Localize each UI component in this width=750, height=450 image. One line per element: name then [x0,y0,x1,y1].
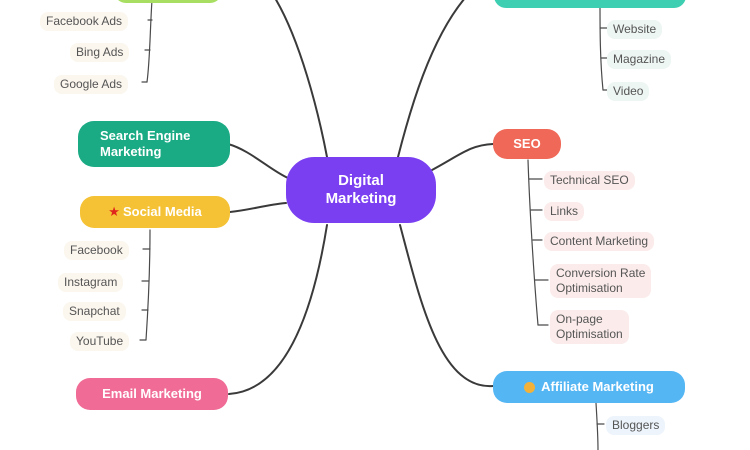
topic-search-engine-marketing[interactable]: Search Engine Marketing [78,121,230,167]
topic-email-marketing[interactable]: Email Marketing [76,378,228,410]
star-icon: ★ [108,204,120,219]
affiliate-marketing-label: Affiliate Marketing [541,379,654,394]
connector-email [228,224,328,395]
topic-paid-ads[interactable] [114,0,222,3]
paid-ads-item[interactable]: Google Ads [54,75,129,94]
connector-social [229,202,287,213]
seo-item[interactable]: Technical SEO [544,171,635,190]
social-media-item[interactable]: Instagram [58,273,124,292]
email-marketing-label: Email Marketing [102,386,202,401]
sem-label-line2: Marketing [100,144,162,159]
connector-seo [431,143,494,171]
conversion-line1: Conversion Rate [556,266,646,280]
onpage-line2: Optimisation [556,327,623,341]
paid-ads-item[interactable]: Facebook Ads [40,12,129,31]
central-topic-line1: Digital [338,172,384,189]
social-media-item[interactable]: Facebook [64,241,129,260]
topic-affiliate-marketing[interactable]: Affiliate Marketing [493,371,685,403]
content-item[interactable]: Website [607,20,663,39]
affiliate-item[interactable]: Bloggers [606,416,666,435]
topic-social-media[interactable]: ★ Social Media [80,196,230,228]
sem-label-line1: Search Engine [100,128,191,143]
content-item[interactable]: Magazine [607,50,672,69]
paid-ads-item[interactable]: Bing Ads [70,43,130,62]
social-media-item[interactable]: Snapchat [63,302,126,321]
seo-item-conversion-rate[interactable]: Conversion Rate Optimisation [550,264,652,298]
seo-item[interactable]: Content Marketing [544,232,655,251]
seo-item-onpage[interactable]: On-page Optimisation [550,310,629,344]
onpage-line1: On-page [556,312,603,326]
seo-item[interactable]: Links [544,202,585,221]
central-topic-line2: Marketing [325,190,397,207]
circle-icon [524,381,536,393]
seo-label: SEO [513,136,541,151]
social-media-label: Social Media [122,204,202,219]
topic-content[interactable] [494,0,686,8]
connector-content [397,0,465,158]
topic-seo[interactable]: SEO [493,129,561,159]
conversion-line2: Optimisation [556,281,623,295]
connector-sem [227,143,289,179]
content-item[interactable]: Video [607,82,650,101]
social-media-item[interactable]: YouTube [70,332,130,351]
central-topic[interactable]: Digital Marketing [286,157,436,223]
connector-paid-ads [274,0,328,158]
connector-affiliate [399,224,494,388]
